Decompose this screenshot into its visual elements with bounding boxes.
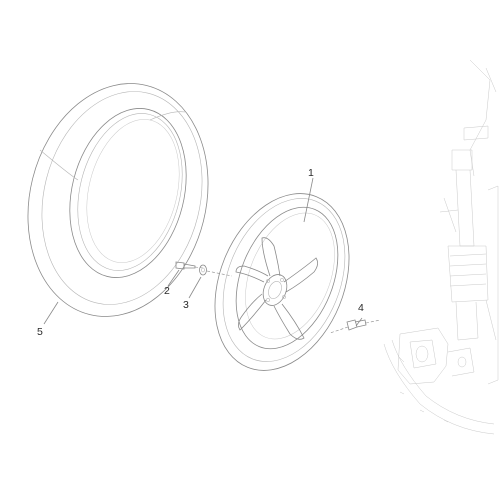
callout-labels: 1 2 3 4 5 — [37, 167, 364, 338]
leader-lines — [43, 177, 363, 327]
callout-3: 3 — [183, 299, 189, 311]
callout-1: 1 — [308, 167, 314, 179]
wheel-rim — [214, 193, 350, 371]
front-suspension-assembly — [383, 59, 499, 435]
callout-5: 5 — [37, 326, 43, 338]
bolt — [329, 319, 381, 334]
screw — [175, 261, 204, 270]
callout-2: 2 — [164, 285, 170, 297]
callout-4: 4 — [358, 302, 364, 314]
tyre — [27, 83, 209, 317]
washer — [199, 264, 233, 277]
